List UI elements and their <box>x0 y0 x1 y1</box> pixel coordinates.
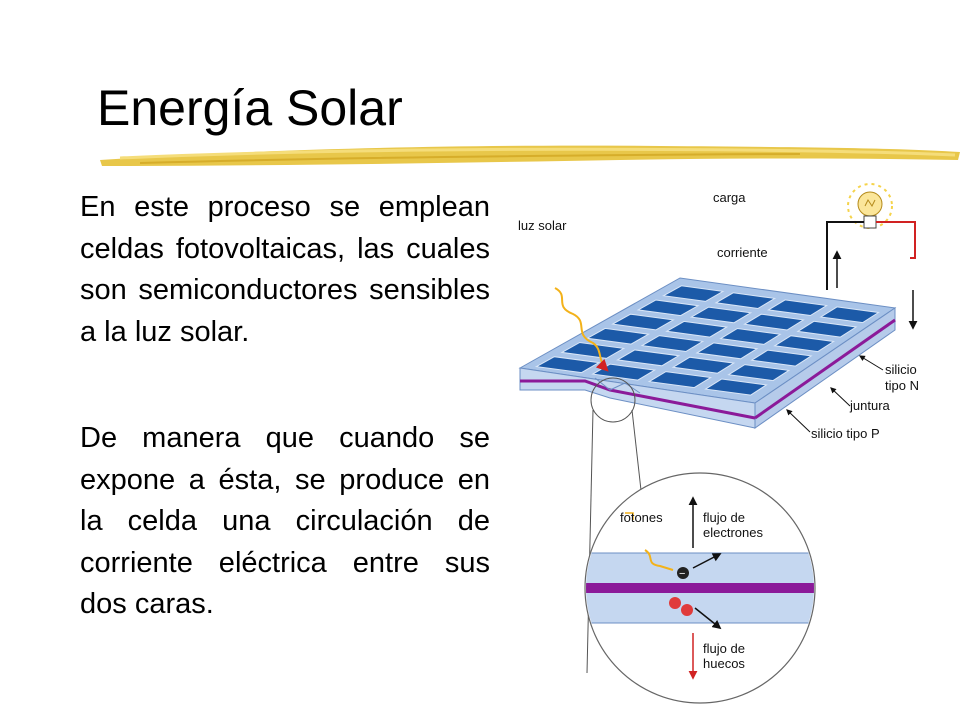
wire-red <box>876 221 916 259</box>
solar-cell <box>773 335 836 353</box>
label-flujo-huecos-2: huecos <box>703 656 745 671</box>
paragraph-1: En este proceso se emplean celdas fotovo… <box>80 191 490 348</box>
solar-cell <box>647 371 713 389</box>
magnifier-source-circle <box>590 377 636 423</box>
label-flujo-electrones-1: flujo de <box>703 510 745 525</box>
label-silicio-n-1: silicio <box>885 362 917 377</box>
svg-text:−: − <box>679 568 685 580</box>
solar-cell <box>665 320 729 338</box>
label-corriente: corriente <box>717 245 768 260</box>
solar-cell <box>636 299 700 317</box>
sunlight-ray <box>554 287 609 372</box>
solar-cell <box>743 313 805 331</box>
label-carga: carga <box>713 190 746 205</box>
label-flujo-huecos-1: flujo de <box>703 641 745 656</box>
paragraph-2: De manera que cuando se expone a ésta, s… <box>80 422 490 620</box>
solar-cell <box>671 356 736 374</box>
page-title: Energía Solar <box>97 80 403 136</box>
solar-cell <box>750 349 813 367</box>
solar-cell <box>704 378 768 396</box>
zoomed-cell-detail: − <box>584 472 816 704</box>
solar-cell <box>727 364 791 382</box>
title-underline-brushstroke <box>100 145 960 166</box>
label-flujo-electrones-2: electrones <box>703 525 763 540</box>
solar-cell <box>766 299 829 317</box>
label-silicio-n-2: tipo N <box>885 378 919 393</box>
solar-cell <box>819 306 880 324</box>
label-juntura: juntura <box>849 398 891 413</box>
solar-cell <box>714 292 777 310</box>
solar-cell <box>615 349 681 367</box>
solar-cell <box>611 313 675 331</box>
solar-cell-diagram: − carga luz solar corriente silicio tipo… <box>518 183 919 704</box>
solar-cell <box>585 327 651 345</box>
label-silicio-p: silicio tipo P <box>811 426 880 441</box>
solar-cell <box>689 306 753 324</box>
label-fotones: fotones <box>620 510 663 525</box>
solar-cell <box>796 320 858 338</box>
solar-cell <box>719 327 782 345</box>
solar-cell <box>640 335 705 353</box>
solar-cell <box>560 341 626 359</box>
wire-black <box>826 221 864 290</box>
solar-panel <box>518 277 897 429</box>
solar-cell <box>662 285 725 302</box>
solar-cell <box>695 342 759 360</box>
label-luz-solar: luz solar <box>518 218 567 233</box>
